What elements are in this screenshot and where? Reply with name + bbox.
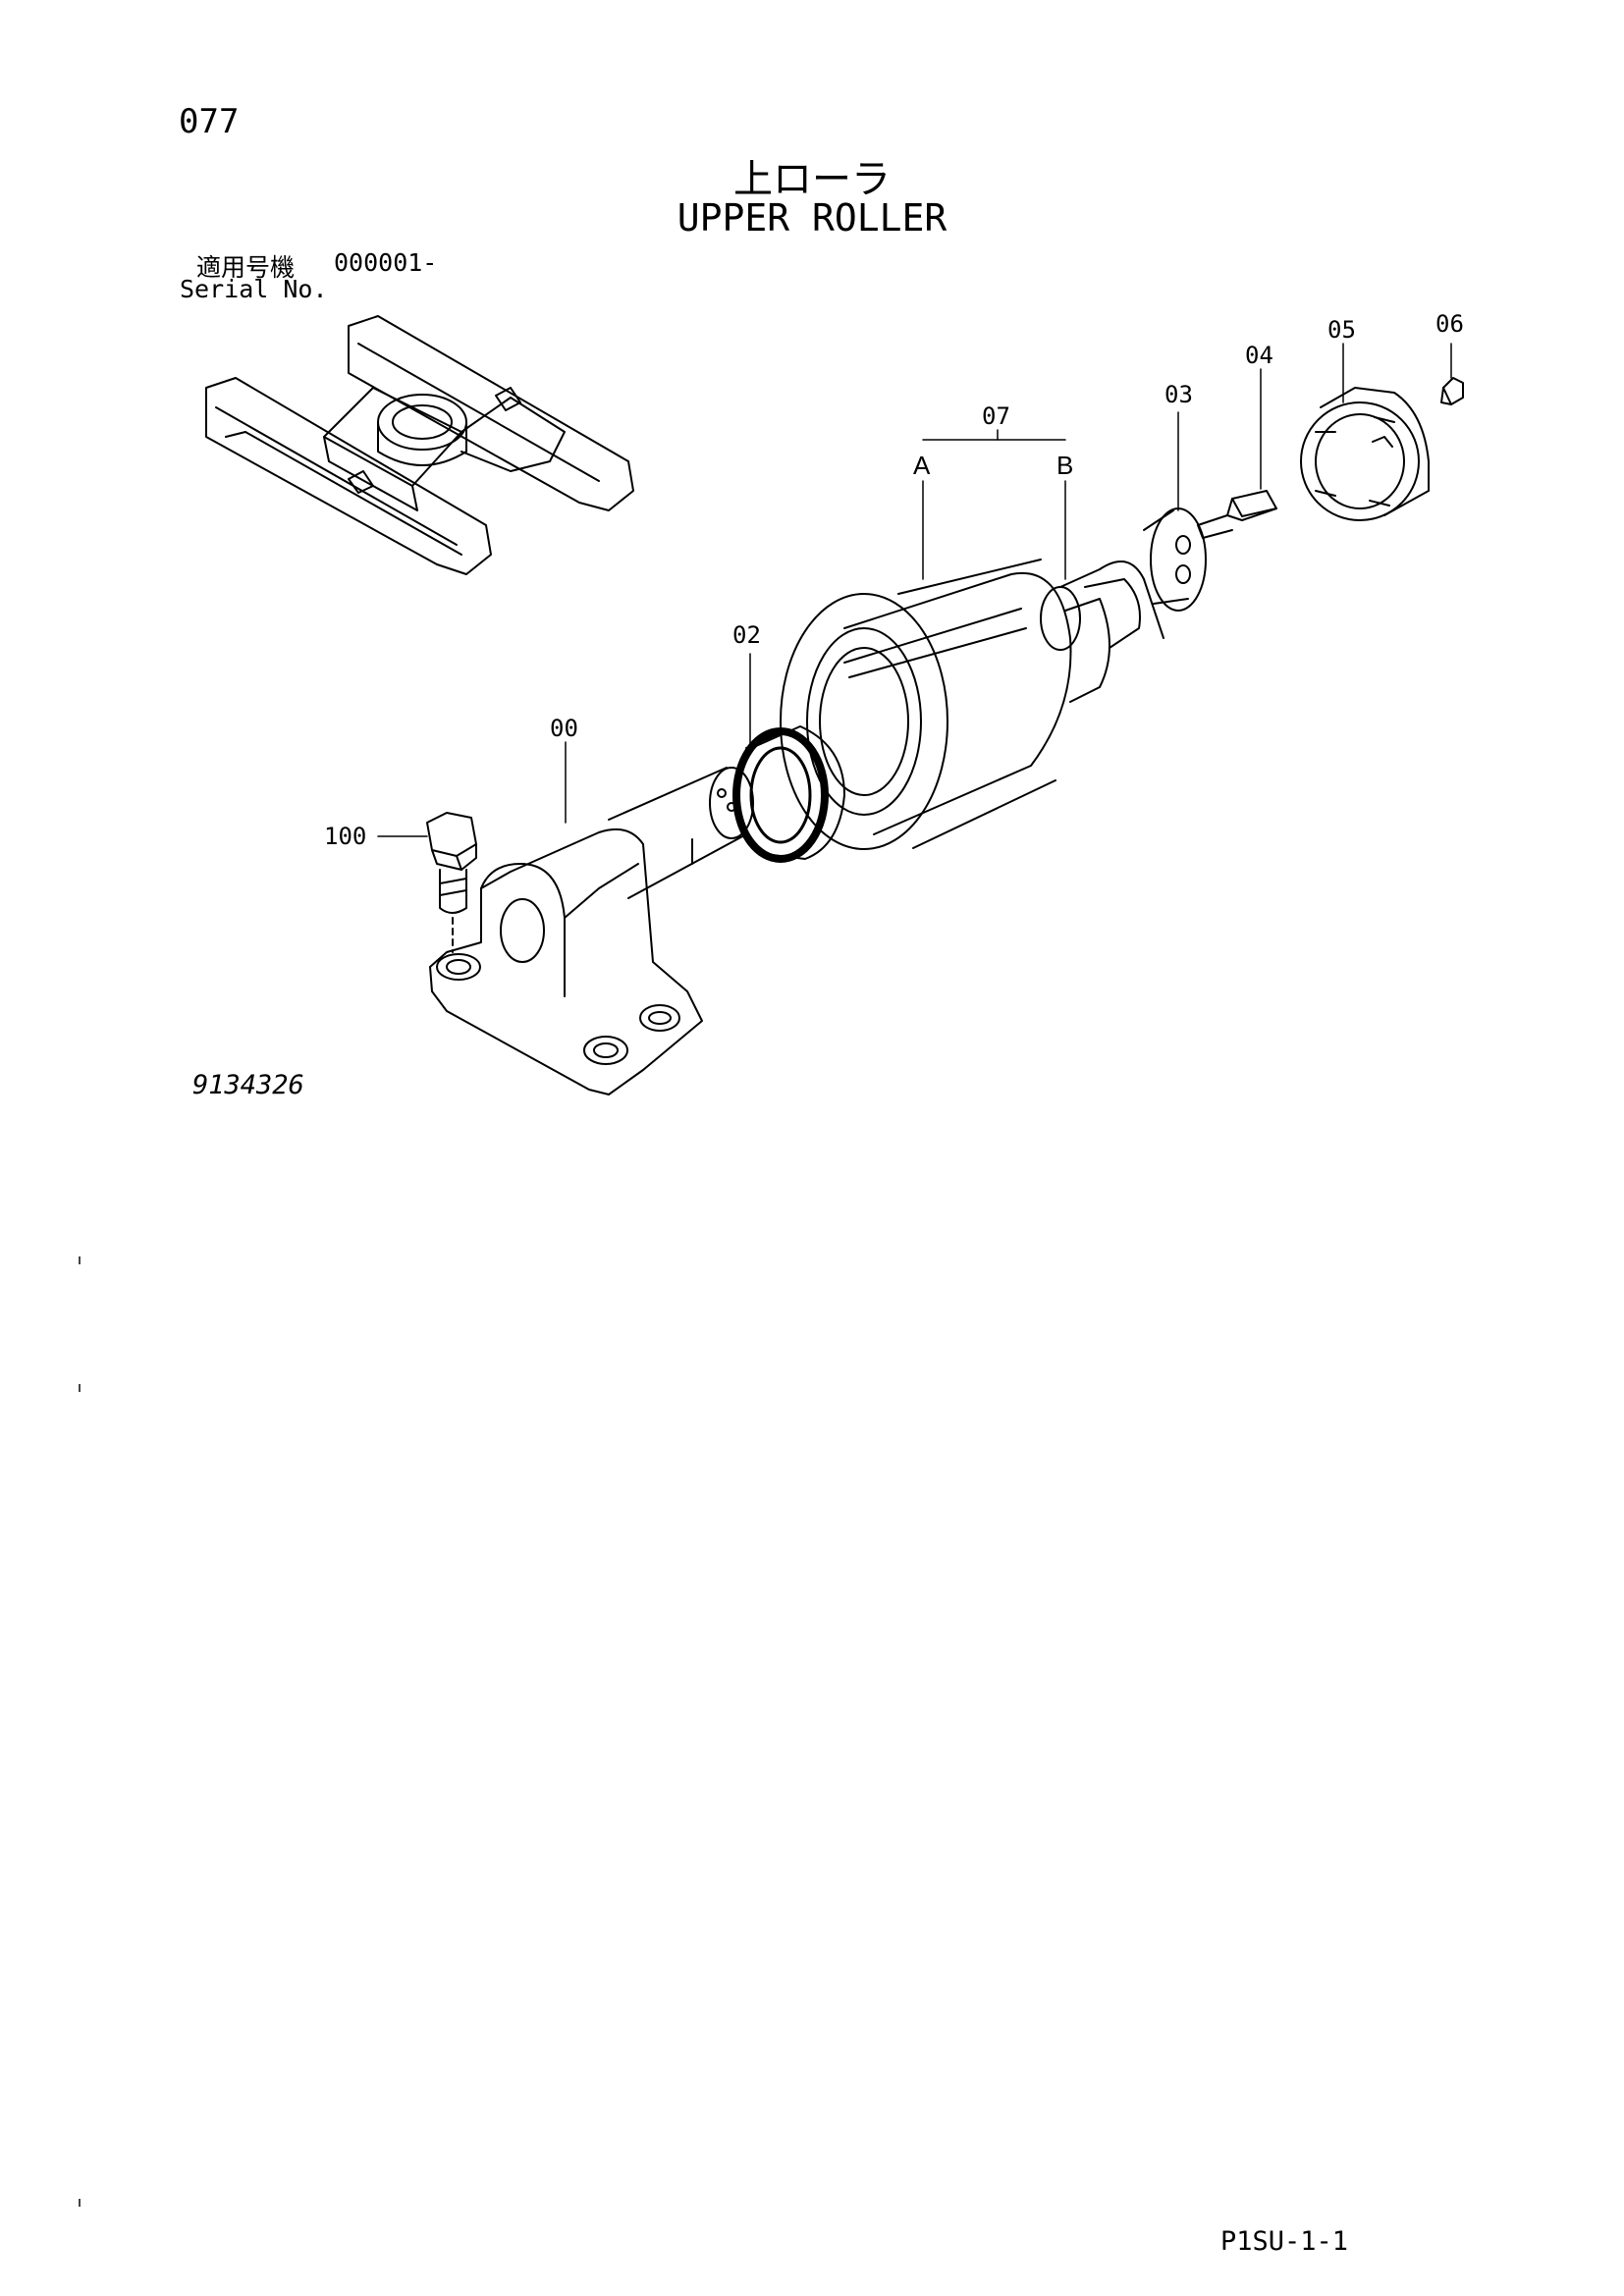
part-100-hex-bolt [426,812,477,953]
serial-label-japanese: 適用号機 [196,253,296,282]
part-03-thrust-plate [1143,507,1207,612]
part-05-cover [1300,387,1430,521]
drawing-number: 9134326 [192,1070,304,1100]
part-07-roller-body [780,559,1110,850]
part-00-bracket-shaft [429,767,754,1095]
part-07-bushing [1040,561,1164,651]
binding-tick-mark [79,1256,81,1264]
page-number: 077 [179,102,240,141]
page-title-japanese: 上ローラ [733,157,891,202]
callout-03: 03 [1164,381,1193,408]
part-06-plug [1440,377,1464,405]
callout-05: 05 [1327,316,1356,344]
callout-04: 04 [1245,342,1273,369]
part-04-screw [1197,490,1277,539]
callout-07-b: B [1056,451,1073,480]
callout-00: 00 [550,715,578,742]
leader-lines [377,343,1452,837]
binding-tick-mark [79,2199,81,2207]
binding-tick-mark [79,1384,81,1392]
callout-07-a: A [913,451,931,480]
serial-range: 000001- [334,248,438,277]
callout-100: 100 [324,823,366,850]
location-view-track-frame [205,315,634,575]
callout-06: 06 [1435,310,1464,338]
serial-label-english: Serial No. [180,275,328,303]
callout-07: 07 [982,402,1010,430]
page-code: P1SU-1-1 [1220,2226,1349,2257]
page-title-english: UPPER ROLLER [677,196,947,240]
callout-02: 02 [732,621,761,649]
